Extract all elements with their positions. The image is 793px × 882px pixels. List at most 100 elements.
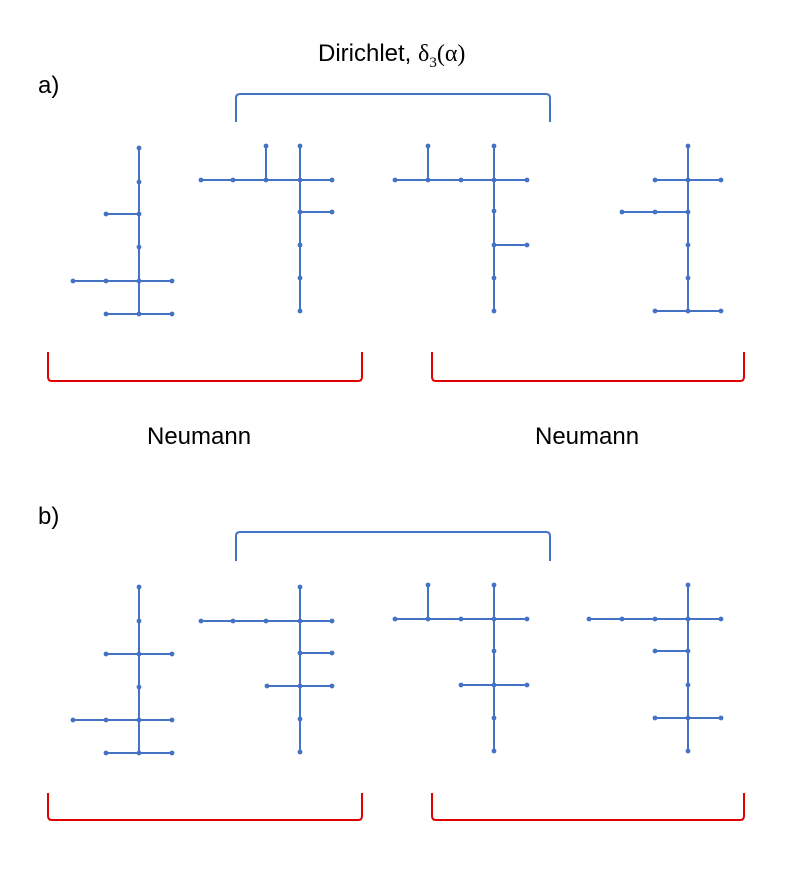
- b-graph-3-stub-node-0: [425, 582, 431, 588]
- a-graph-1-spine-node-5: [136, 311, 142, 317]
- b-graph-4-branch-node-2-0: [652, 715, 658, 721]
- a-graph-4-spine-node-0: [685, 143, 691, 149]
- b-graph-2-branch-node-0-0: [198, 618, 204, 624]
- a-graph-2-stub-node-0: [263, 143, 269, 149]
- neumann-right-label: Neumann: [535, 423, 640, 450]
- b-graph-4-spine-node-5: [685, 748, 691, 754]
- a-graph-1-branch-node-0-0: [103, 211, 109, 217]
- b-graph-1-spine-node-4: [136, 717, 142, 723]
- a-graph-4-spine-node-2: [685, 209, 691, 215]
- a-graph-1-spine-node-2: [136, 211, 142, 217]
- b-graph-4-spine-node-2: [685, 648, 691, 654]
- a-graph-1-branch-node-2-0: [103, 311, 109, 317]
- a-graph-4-branch-node-2-1: [718, 308, 724, 314]
- b-graph-4-spine-node-0: [685, 582, 691, 588]
- b-graph-3-branch-node-0-0: [392, 616, 398, 622]
- b-graph-2-spine-node-4: [297, 716, 303, 722]
- a-graph-4-branch-node-1-1: [652, 209, 658, 215]
- b-graph-4-branch-node-0-2: [652, 616, 658, 622]
- b-graph-3-branch-node-1-1: [524, 682, 530, 688]
- b-graph-2-branch-node-2-0: [264, 683, 270, 689]
- b-graph-3-spine-node-0: [491, 582, 497, 588]
- b-graph-1-branch-node-2-1: [169, 750, 175, 756]
- b-graph-1-branch-node-1-0: [70, 717, 76, 723]
- a-graph-1-spine-node-0: [136, 145, 142, 151]
- a-graph-3-branch-node-1-0: [524, 242, 530, 248]
- dirichlet-text: Dirichlet,: [318, 40, 419, 67]
- neumann-bracket-b-left: [47, 793, 363, 821]
- b-graph-2-spine-node-2: [297, 650, 303, 656]
- b-graph-2-branch-node-2-1: [329, 683, 335, 689]
- a-graph-3-branch-node-0-2: [458, 177, 464, 183]
- a-graph-3-branch-node-0-1: [425, 177, 431, 183]
- b-graph-4-spine-node-3: [685, 682, 691, 688]
- b-graph-2-spine-node-1: [297, 618, 303, 624]
- panel-a-label: a): [38, 72, 60, 99]
- a-graph-3-spine-node-4: [491, 275, 497, 281]
- dirichlet-label: Dirichlet, δ3(α): [318, 40, 465, 72]
- b-graph-4-branch-node-0-0: [586, 616, 592, 622]
- a-graph-2-spine-node-5: [297, 308, 303, 314]
- b-graph-2-branch-node-0-1: [230, 618, 236, 624]
- neumann-left-label: Neumann: [147, 423, 252, 450]
- a-graph-4-spine-node-1: [685, 177, 691, 183]
- b-graph-3-branch-node-0-2: [458, 616, 464, 622]
- a-graph-1-branch-node-1-2: [169, 278, 175, 284]
- b-graph-1-spine-node-5: [136, 750, 142, 756]
- a-graph-2-spine-node-3: [297, 242, 303, 248]
- a-graph-1-branch-node-1-0: [70, 278, 76, 284]
- a-graph-2-spine-node-0: [297, 143, 303, 149]
- b-graph-2-spine-node-3: [297, 683, 303, 689]
- b-graph-4-branch-node-0-1: [619, 616, 625, 622]
- b-graph-1-branch-node-0-1: [169, 651, 175, 657]
- b-graph-4-branch-node-2-1: [718, 715, 724, 721]
- neumann-bracket-b-right: [431, 793, 745, 821]
- a-graph-1-branch-node-1-1: [103, 278, 109, 284]
- a-graph-3-spine-node-2: [491, 208, 497, 214]
- a-graph-2-branch-node-0-0: [198, 177, 204, 183]
- b-graph-2-branch-node-0-3: [329, 618, 335, 624]
- dirichlet-bracket-b: [235, 531, 551, 561]
- a-graph-2-branch-node-0-2: [263, 177, 269, 183]
- b-graph-1-spine-node-1: [136, 618, 142, 624]
- a-graph-3-spine-node-5: [491, 308, 497, 314]
- alpha-argument: (α): [436, 41, 466, 67]
- a-graph-3-stub-node-0: [425, 143, 431, 149]
- a-graph-3-spine-node-1: [491, 177, 497, 183]
- panel-b-label: b): [38, 503, 60, 530]
- delta-symbol: δ: [418, 41, 430, 67]
- a-graph-2-branch-node-0-1: [230, 177, 236, 183]
- b-graph-1-branch-node-1-2: [169, 717, 175, 723]
- a-graph-2-spine-node-4: [297, 275, 303, 281]
- b-graph-3-branch-node-1-0: [458, 682, 464, 688]
- a-graph-4-branch-node-1-0: [619, 209, 625, 215]
- b-graph-1-spine-node-0: [136, 584, 142, 590]
- dirichlet-bracket-a: [235, 93, 551, 122]
- b-graph-1-branch-node-0-0: [103, 651, 109, 657]
- b-graph-1-branch-node-2-0: [103, 750, 109, 756]
- a-graph-1-spine-node-3: [136, 244, 142, 250]
- b-graph-2-branch-node-0-2: [263, 618, 269, 624]
- b-graph-1-spine-node-3: [136, 684, 142, 690]
- b-graph-3-spine-node-3: [491, 682, 497, 688]
- b-graph-3-spine-node-4: [491, 715, 497, 721]
- a-graph-4-spine-node-4: [685, 275, 691, 281]
- a-graph-3-spine-node-3: [491, 242, 497, 248]
- b-graph-3-spine-node-5: [491, 748, 497, 754]
- neumann-bracket-a-right: [431, 352, 745, 382]
- b-graph-2-spine-node-5: [297, 749, 303, 755]
- a-graph-4-branch-node-0-1: [718, 177, 724, 183]
- b-graph-3-spine-node-2: [491, 648, 497, 654]
- a-graph-2-spine-node-2: [297, 209, 303, 215]
- b-graph-2-branch-node-1-0: [329, 650, 335, 656]
- a-graph-4-branch-node-0-0: [652, 177, 658, 183]
- b-graph-1-spine-node-2: [136, 651, 142, 657]
- a-graph-1-spine-node-1: [136, 179, 142, 185]
- b-graph-3-branch-node-0-3: [524, 616, 530, 622]
- a-graph-3-branch-node-0-3: [524, 177, 530, 183]
- a-graph-4-branch-node-2-0: [652, 308, 658, 314]
- b-graph-3-spine-node-1: [491, 616, 497, 622]
- delta-subscript: 3: [429, 54, 437, 71]
